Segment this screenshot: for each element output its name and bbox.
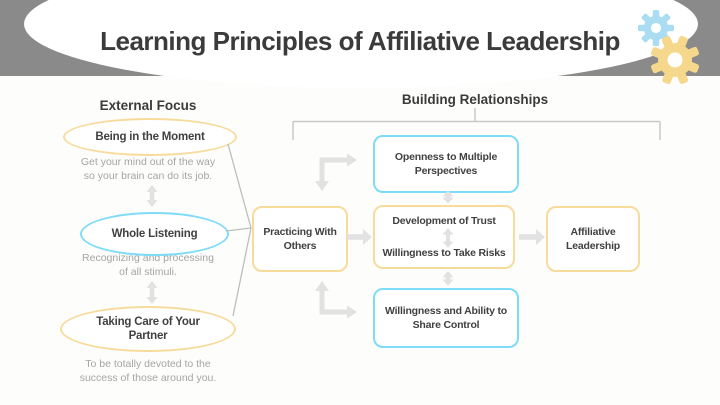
external-focus-heading: External Focus bbox=[99, 98, 197, 113]
caption-line: To be totally devoted to the bbox=[85, 358, 211, 370]
node-whole-listening: Whole Listening bbox=[80, 212, 229, 256]
node-affiliative-leadership: Affiliative Leadership bbox=[546, 206, 640, 272]
page-title: Learning Principles of Affiliative Leade… bbox=[100, 26, 620, 56]
node-label: Affiliative Leadership bbox=[565, 225, 621, 252]
arrow-practicing-to-center bbox=[347, 229, 372, 245]
node-label: Practicing With Others bbox=[263, 225, 337, 252]
caption-line: so your brain can do its job. bbox=[83, 169, 213, 182]
caption-line: of all stimuli. bbox=[119, 265, 177, 278]
node-label: Whole Listening bbox=[111, 227, 198, 240]
building-relationships-heading: Building Relationships bbox=[401, 92, 549, 107]
node-label-risks: Willingness to Take Risks bbox=[382, 246, 506, 259]
node-label: Openness to Multiple Perspectives bbox=[394, 150, 498, 177]
caption-line: Recognizing and processing bbox=[82, 252, 214, 264]
arrow-center-to-affiliative bbox=[519, 229, 545, 245]
caption-line: success of those around you. bbox=[79, 371, 217, 384]
node-being-in-the-moment: Being in the Moment bbox=[63, 118, 237, 156]
node-practicing-with-others: Practicing With Others bbox=[252, 206, 348, 272]
node-trust-and-risks: Development of Trust Willingness to Take… bbox=[373, 205, 515, 269]
caption-taking-care-of-partner: To be totally devoted to the success of … bbox=[38, 358, 258, 385]
node-label-trust: Development of Trust bbox=[392, 215, 496, 227]
node-taking-care-of-partner: Taking Care of Your Partner bbox=[60, 306, 236, 352]
node-openness-to-multiple-perspectives: Openness to Multiple Perspectives bbox=[373, 135, 519, 193]
caption-line: Get your mind out of the way bbox=[80, 156, 216, 168]
caption-being-in-the-moment: Get your mind out of the way so your bra… bbox=[43, 156, 253, 183]
node-label: Being in the Moment bbox=[95, 130, 205, 143]
elbow-arrow-top bbox=[315, 153, 357, 191]
node-label: Willingness and Ability to Share Control bbox=[384, 304, 508, 331]
caption-whole-listening: Recognizing and processing of all stimul… bbox=[43, 252, 253, 279]
node-label: Taking Care of Your Partner bbox=[96, 315, 200, 342]
node-willingness-share-control: Willingness and Ability to Share Control bbox=[373, 288, 519, 348]
elbow-arrow-bottom bbox=[315, 281, 357, 319]
gear-icon-yellow bbox=[650, 35, 700, 85]
